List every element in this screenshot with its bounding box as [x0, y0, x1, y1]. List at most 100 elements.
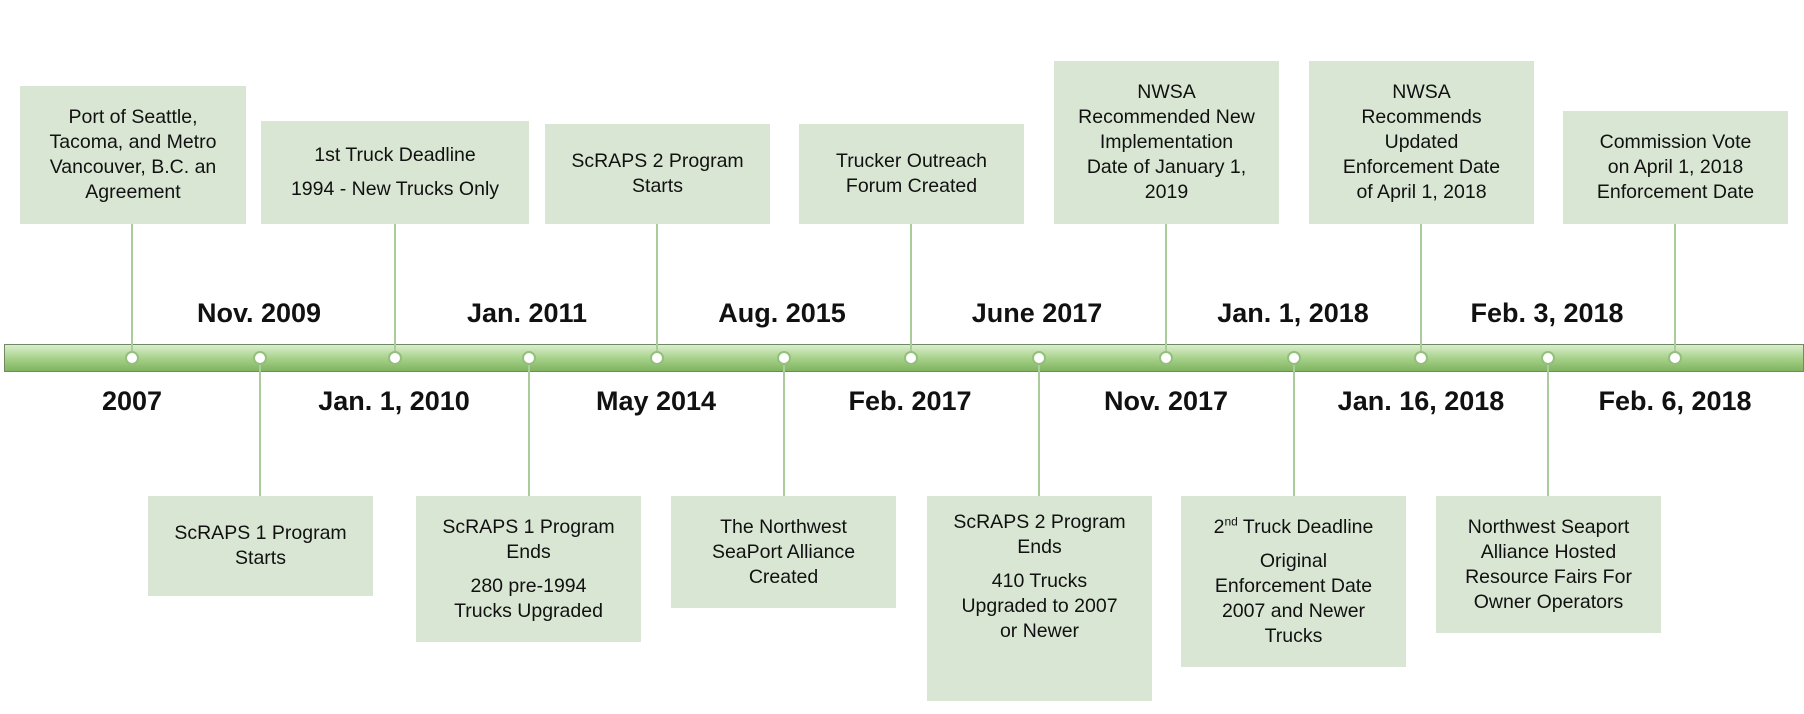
connector [1293, 360, 1295, 496]
event-text: Alliance Hosted [1480, 540, 1617, 563]
connector [783, 360, 785, 496]
event-text: Ends [506, 540, 551, 563]
date-label: Feb. 3, 2018 [1470, 298, 1624, 328]
event-box-feb-6-2018: Commission Vote on April 1, 2018 Enforce… [1563, 111, 1788, 224]
connector [1038, 360, 1040, 496]
event-text: Trucker Outreach [836, 150, 987, 172]
event-text: Enforcement Date [1596, 181, 1755, 203]
event-text: Ends [1017, 536, 1062, 558]
event-text: Created [748, 565, 819, 588]
date-label: 2007 [101, 386, 163, 416]
event-box-nov-2017: NWSA Recommended New Implementation Date… [1054, 61, 1279, 224]
event-box-jan-1-2018: 2nd Truck Deadline Original Enforcement … [1181, 496, 1406, 667]
event-text: Northwest Seaport [1467, 515, 1630, 538]
timeline-marker [1414, 351, 1428, 365]
date-label: Jan. 1, 2018 [1217, 298, 1369, 328]
timeline-marker [904, 351, 918, 365]
timeline-marker [1159, 351, 1173, 365]
date-label: Jan. 2011 [466, 298, 588, 328]
event-text: Enforcement Date [1214, 574, 1373, 597]
event-box-2007: Port of Seattle, Tacoma, and Metro Vanco… [20, 86, 246, 224]
event-box-june-2017: ScRAPS 2 Program Ends 410 Trucks Upgrade… [927, 496, 1152, 701]
event-text: ScRAPS 2 Program [571, 150, 744, 172]
event-text: Upgraded to 2007 [961, 595, 1118, 617]
timeline-marker [1287, 351, 1301, 365]
timeline-marker [777, 351, 791, 365]
connector [131, 224, 133, 360]
date-label: Jan. 16, 2018 [1337, 386, 1505, 416]
event-text: ScRAPS 1 Program [174, 522, 347, 544]
timeline-marker [650, 351, 664, 365]
date-label: Feb. 2017 [848, 386, 972, 416]
event-text: The Northwest [720, 515, 847, 538]
timeline-marker [1668, 351, 1682, 365]
timeline-marker [1032, 351, 1046, 365]
event-box-feb-2017: Trucker Outreach Forum Created [799, 124, 1024, 224]
date-label: June 2017 [971, 298, 1103, 328]
event-text: Enforcement Date [1342, 156, 1501, 178]
event-text: Starts [235, 547, 286, 569]
event-text: Recommends [1361, 106, 1482, 128]
event-text: Forum Created [845, 175, 978, 197]
timeline-marker [125, 351, 139, 365]
date-label: Aug. 2015 [718, 298, 846, 328]
event-text: Starts [632, 175, 683, 197]
timeline-marker [253, 351, 267, 365]
event-text: or Newer [999, 620, 1080, 642]
event-text-rest: Truck Deadline [1237, 515, 1374, 538]
event-box-aug-2015: The Northwest SeaPort Alliance Created [671, 496, 896, 608]
date-label: Jan. 1, 2010 [318, 386, 470, 416]
event-text: SeaPort Alliance [711, 540, 856, 563]
event-box-nov-2009: ScRAPS 1 Program Starts [148, 496, 373, 596]
event-text: ScRAPS 2 Program [953, 511, 1126, 533]
event-text: on April 1, 2018 [1607, 156, 1744, 178]
connector [528, 360, 530, 496]
event-text: Date of January 1, [1086, 156, 1247, 178]
event-text: Trucks Upgraded [454, 599, 603, 622]
event-text-number: 2 [1213, 515, 1225, 538]
event-text: of April 1, 2018 [1356, 181, 1487, 203]
event-box-jan-2011: ScRAPS 1 Program Ends 280 pre-1994 Truck… [416, 496, 641, 642]
event-text: NWSA [1392, 81, 1451, 103]
event-text: Commission Vote [1599, 131, 1752, 153]
event-text: 1st Truck Deadline [314, 144, 476, 166]
event-text: 2nd Truck Deadline [1214, 515, 1374, 540]
event-text: Tacoma, and Metro [49, 131, 217, 153]
date-label: Feb. 6, 2018 [1598, 386, 1752, 416]
event-text: Agreement [85, 181, 181, 203]
event-text: 280 pre-1994 [470, 574, 587, 597]
timeline-marker [1541, 351, 1555, 365]
event-box-feb-3-2018: Northwest Seaport Alliance Hosted Resour… [1436, 496, 1661, 633]
timeline-axis [4, 344, 1804, 372]
timeline-marker [522, 351, 536, 365]
ordinal-suffix: nd [1224, 514, 1238, 528]
event-text: Resource Fairs For [1465, 565, 1632, 588]
connector [1420, 224, 1422, 360]
event-text: 2019 [1144, 181, 1189, 203]
event-text: 2007 and Newer [1221, 599, 1366, 622]
event-text: Port of Seattle, [68, 106, 198, 128]
event-text: Owner Operators [1473, 590, 1624, 613]
event-text: Recommended New [1078, 106, 1255, 128]
event-box-jan-2010: 1st Truck Deadline 1994 - New Trucks Onl… [261, 121, 529, 224]
event-text: Vancouver, B.C. an [49, 156, 217, 178]
connector [1165, 224, 1167, 360]
connector [656, 224, 658, 360]
event-text: ScRAPS 1 Program [442, 515, 615, 538]
event-text: Trucks [1264, 624, 1323, 647]
event-box-may-2014: ScRAPS 2 Program Starts [545, 124, 770, 224]
connector [394, 224, 396, 360]
event-text: 1994 - New Trucks Only [290, 178, 500, 200]
event-text: NWSA [1137, 81, 1196, 103]
connector [1674, 224, 1676, 360]
connector [1547, 360, 1549, 496]
event-text: Original [1259, 549, 1328, 572]
date-label: Nov. 2009 [196, 298, 322, 328]
date-label: Nov. 2017 [1103, 386, 1229, 416]
event-text: Implementation [1099, 131, 1234, 153]
event-box-jan-16-2018: NWSA Recommends Updated Enforcement Date… [1309, 61, 1534, 224]
event-text: Updated [1384, 131, 1459, 153]
date-label: May 2014 [595, 386, 717, 416]
event-text: 410 Trucks [991, 570, 1088, 592]
connector [910, 224, 912, 360]
